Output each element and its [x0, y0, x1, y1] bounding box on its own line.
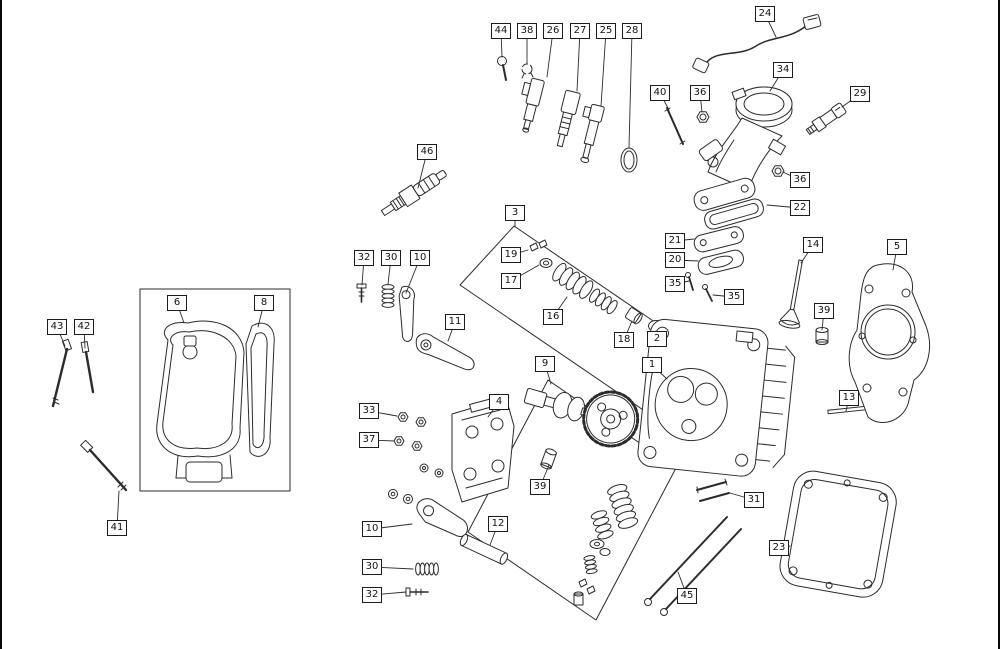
injector-27 — [556, 89, 581, 148]
valve-springs-16 — [552, 262, 618, 315]
cylinder-head-1 — [637, 318, 796, 477]
diagram-frame — [139, 288, 291, 492]
leader-line-41 — [116, 490, 120, 529]
leader-line-23 — [778, 545, 791, 549]
screw-41 — [80, 439, 128, 492]
leader-line-35 — [674, 280, 690, 285]
rocker-arm-11 — [415, 333, 475, 371]
leader-line-10 — [405, 257, 421, 294]
gasket-22 — [704, 198, 764, 230]
leader-line-29 — [841, 93, 861, 108]
valve-spring-stack — [573, 484, 639, 606]
dowel-39-center — [540, 448, 557, 470]
spark-plug-46 — [380, 170, 447, 217]
adjuster-32-top — [356, 283, 367, 303]
leader-line-17 — [510, 264, 540, 282]
injector-25 — [580, 103, 605, 164]
screw-43 — [51, 338, 73, 408]
leader-line-36 — [699, 92, 703, 113]
leader-line-37 — [368, 439, 395, 442]
leader-line-22 — [766, 204, 801, 209]
screw-35-a — [685, 272, 694, 291]
leader-line-30 — [371, 566, 414, 570]
rocker-arm-10-bottom — [416, 498, 468, 537]
valve-cover — [156, 320, 245, 483]
nut-36-a — [696, 111, 710, 123]
cable-24 — [692, 14, 822, 74]
leader-line-14 — [800, 244, 814, 264]
nut-36-b — [771, 165, 785, 177]
leader-line-6 — [176, 302, 185, 324]
spring-seat-17 — [539, 258, 553, 268]
leader-line-16 — [552, 296, 568, 318]
spring-30-bottom — [415, 562, 439, 576]
intake-manifold-34 — [693, 86, 793, 211]
plate-21 — [693, 226, 744, 253]
nuts-37 — [393, 436, 423, 451]
valve-keepers-19 — [529, 239, 548, 252]
leader-line-24 — [764, 13, 777, 38]
studs-31 — [696, 478, 730, 502]
leader-line-30 — [387, 257, 392, 285]
leader-line-40 — [659, 92, 670, 111]
pin-12 — [459, 533, 509, 565]
leader-line-28 — [628, 30, 633, 148]
stud-40 — [664, 107, 686, 145]
leader-line-26 — [546, 30, 554, 78]
valve-cover-gasket — [245, 322, 275, 457]
left-edge-border — [0, 0, 2, 649]
leader-line-18 — [623, 320, 633, 341]
leader-line-20 — [674, 259, 699, 262]
leader-line-10 — [371, 523, 413, 530]
plate-20 — [697, 249, 745, 275]
leader-line-34 — [769, 69, 784, 92]
camshaft-9 — [523, 387, 640, 448]
rocker-bracket-4 — [451, 395, 515, 503]
leader-line-11 — [447, 321, 456, 342]
leader-line-21 — [674, 238, 695, 242]
injector-26 — [521, 77, 545, 133]
leader-line-25 — [600, 30, 607, 107]
leader-line-32 — [361, 257, 365, 286]
clip-38 — [521, 63, 534, 79]
leader-line-35 — [712, 294, 735, 298]
leader-line-43 — [56, 326, 66, 347]
leader-line-19 — [510, 249, 529, 256]
sensor-29 — [805, 102, 847, 135]
head-gasket-5 — [848, 263, 930, 423]
nuts-33 — [397, 412, 427, 427]
leader-line-27 — [576, 30, 581, 92]
rocker-arm-10-top — [398, 285, 415, 342]
bolts-45 — [644, 516, 742, 616]
leader-line-32 — [371, 591, 407, 596]
valve-seal-18 — [624, 307, 643, 325]
leader-line-36 — [782, 171, 801, 181]
leader-line-33 — [368, 410, 398, 417]
leader-line-31 — [729, 492, 755, 501]
screw-42 — [80, 341, 95, 394]
bolt-44 — [497, 56, 507, 81]
washers — [388, 463, 444, 504]
spring-30-top — [381, 284, 395, 308]
leader-line-12 — [489, 523, 499, 546]
valve-14 — [778, 259, 803, 329]
adjuster-32-bottom — [405, 587, 429, 597]
cover-gasket-23 — [779, 470, 897, 598]
leader-line-44 — [500, 30, 503, 58]
screw-35-b — [702, 284, 713, 302]
right-edge-border — [998, 0, 1000, 649]
o-ring-28 — [620, 147, 638, 173]
